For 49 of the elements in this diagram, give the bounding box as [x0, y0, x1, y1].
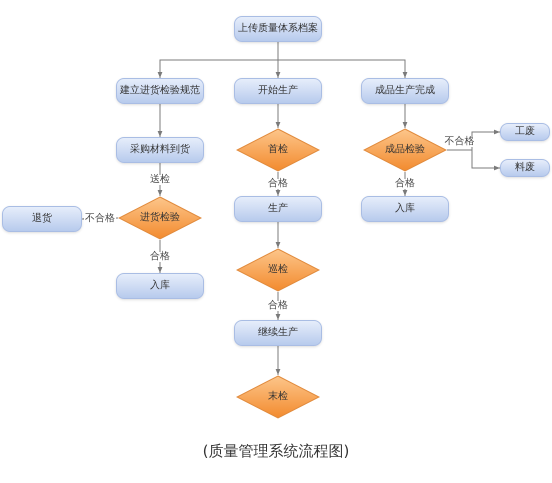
node-text: 退货 — [32, 212, 52, 226]
node-text: 生产 — [268, 202, 288, 216]
process-box — [234, 78, 322, 104]
node-text: 工废 — [515, 126, 535, 138]
arrow — [446, 150, 500, 170]
arrow — [276, 222, 280, 248]
node-text: 成品生产完成 — [375, 84, 435, 98]
node-text: 入库 — [150, 280, 170, 292]
node-text: 首检 — [268, 144, 288, 156]
arrow — [158, 104, 162, 138]
arrow — [278, 42, 408, 78]
process-box — [361, 196, 449, 222]
node-text: 建立进货检验规范 — [120, 84, 200, 98]
arrow — [158, 240, 162, 274]
process-box — [2, 206, 82, 232]
process-box — [116, 137, 204, 163]
arrow — [276, 172, 280, 196]
node-text: 成品检验 — [385, 144, 425, 156]
process-box — [361, 78, 449, 104]
edge-label: 合格 — [267, 301, 289, 311]
edge-label: 合格 — [267, 179, 289, 189]
process-box — [116, 273, 204, 299]
node-text: 入库 — [395, 202, 415, 216]
process-box — [500, 123, 550, 141]
arrow — [402, 104, 408, 128]
edge-label: 送检 — [149, 174, 171, 184]
node-text: 巡检 — [268, 264, 288, 276]
node-text: 进货检验 — [140, 212, 180, 224]
process-box — [234, 196, 322, 222]
node-text: 上传质量体系档案 — [238, 22, 318, 36]
arrow — [276, 104, 280, 128]
edge-label: 不合格 — [444, 137, 476, 147]
node-text: 料废 — [515, 162, 535, 174]
edge-label: 合格 — [149, 252, 171, 262]
arrow — [158, 162, 162, 196]
edge-label: 合格 — [394, 179, 416, 189]
node-text: 开始生产 — [258, 84, 298, 98]
node-text: 继续生产 — [258, 326, 298, 340]
edge-label: 不合格 — [84, 214, 116, 224]
process-box — [234, 320, 322, 346]
node-text: 末检 — [268, 390, 288, 404]
caption: (质量管理系统流程图) — [202, 441, 350, 462]
arrow — [276, 292, 280, 320]
arrow — [276, 346, 280, 376]
process-box — [234, 16, 322, 42]
arrow — [402, 172, 408, 196]
process-box — [116, 78, 204, 104]
process-box — [500, 159, 550, 177]
node-text: 采购材料到货 — [130, 144, 190, 156]
